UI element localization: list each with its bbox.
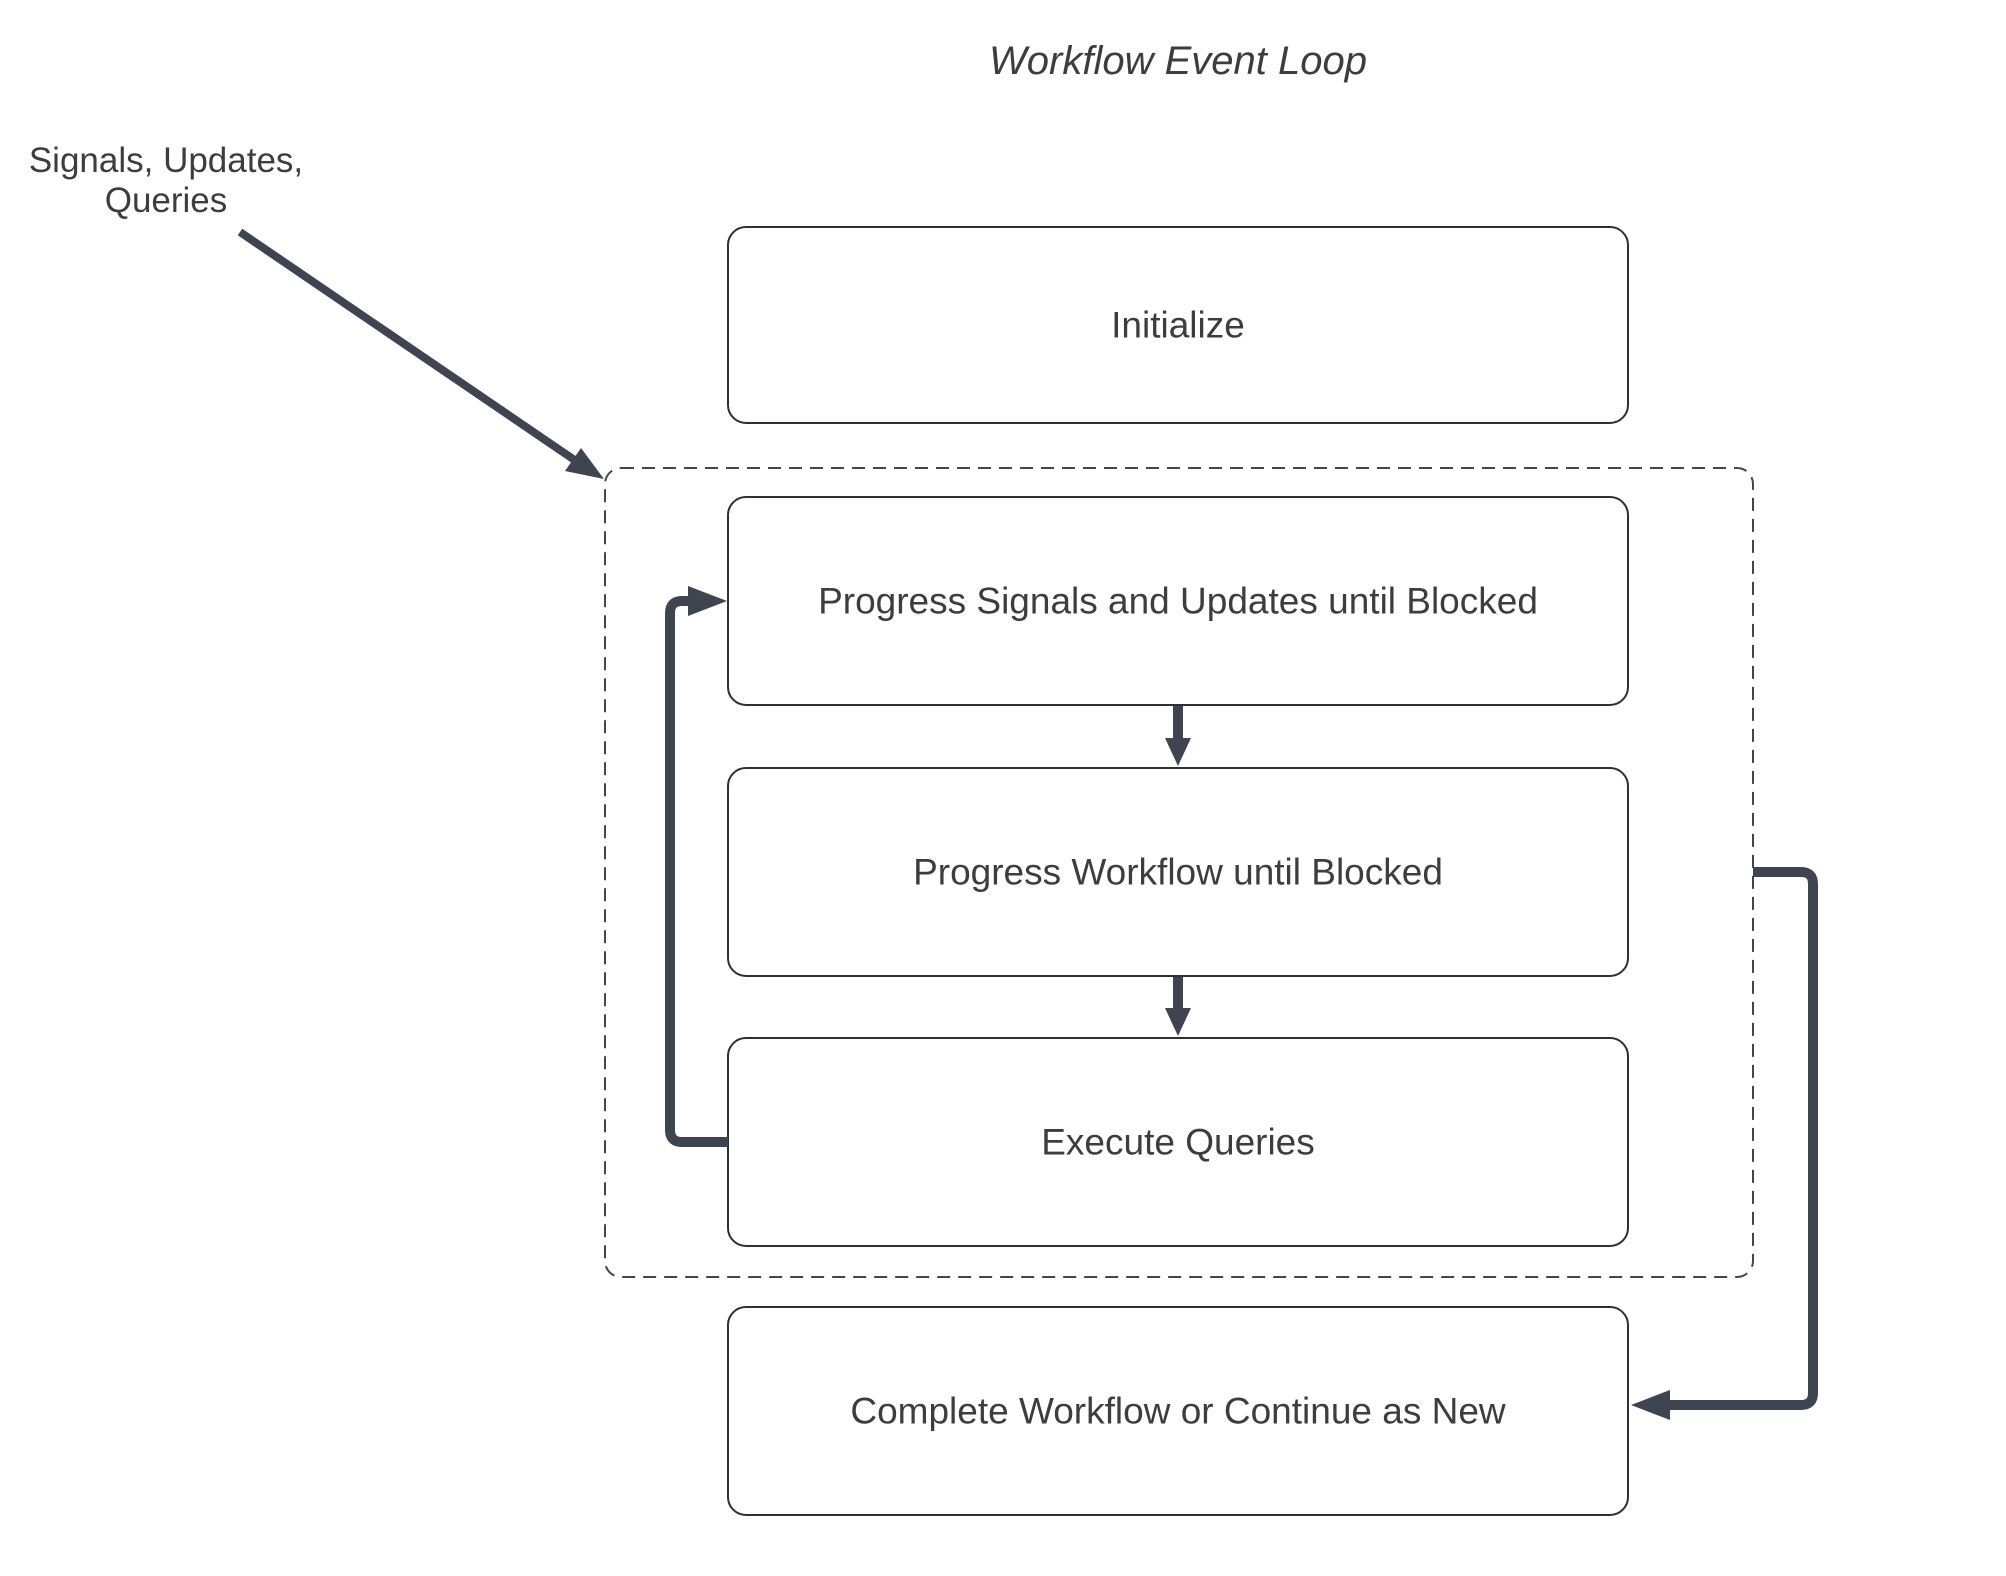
progress-workflow-label: Progress Workflow until Blocked [913, 852, 1443, 893]
node-progress-signals: Progress Signals and Updates until Block… [727, 496, 1629, 706]
node-progress-workflow: Progress Workflow until Blocked [727, 767, 1629, 977]
arrow-loop-to-complete-head [1631, 1390, 1670, 1420]
external-events-arrow [237, 228, 604, 479]
complete-workflow-box [727, 1306, 1629, 1516]
initialize-box [727, 226, 1629, 424]
initialize-label: Initialize [1111, 305, 1245, 346]
complete-workflow-label: Complete Workflow or Continue as New [850, 1391, 1506, 1432]
progress-signals-box [727, 496, 1629, 706]
node-initialize: Initialize [727, 226, 1629, 424]
arrow-signals-to-workflow-head [1165, 738, 1191, 766]
external-events-arrowhead [565, 448, 604, 479]
external-events-label: Signals, Updates, Queries [29, 141, 303, 220]
external-events-label-line2: Queries [105, 181, 228, 220]
diagram-title: Workflow Event Loop [989, 39, 1367, 83]
arrow-queries-loop-back [665, 586, 728, 1147]
node-execute-queries: Execute Queries [727, 1037, 1629, 1247]
arrow-signals-to-workflow [1165, 706, 1191, 766]
external-events-label-line1: Signals, Updates, [29, 141, 303, 180]
arrow-queries-loop-back-head [688, 586, 727, 616]
event-loop-boundary [604, 467, 1754, 1278]
arrow-loop-to-complete [1631, 867, 1818, 1420]
execute-queries-label: Execute Queries [1041, 1122, 1315, 1163]
node-complete-workflow: Complete Workflow or Continue as New [727, 1306, 1629, 1516]
arrow-workflow-to-queries [1165, 977, 1191, 1036]
progress-signals-label: Progress Signals and Updates until Block… [818, 581, 1538, 622]
arrow-workflow-to-queries-head [1165, 1008, 1191, 1036]
progress-workflow-box [727, 767, 1629, 977]
